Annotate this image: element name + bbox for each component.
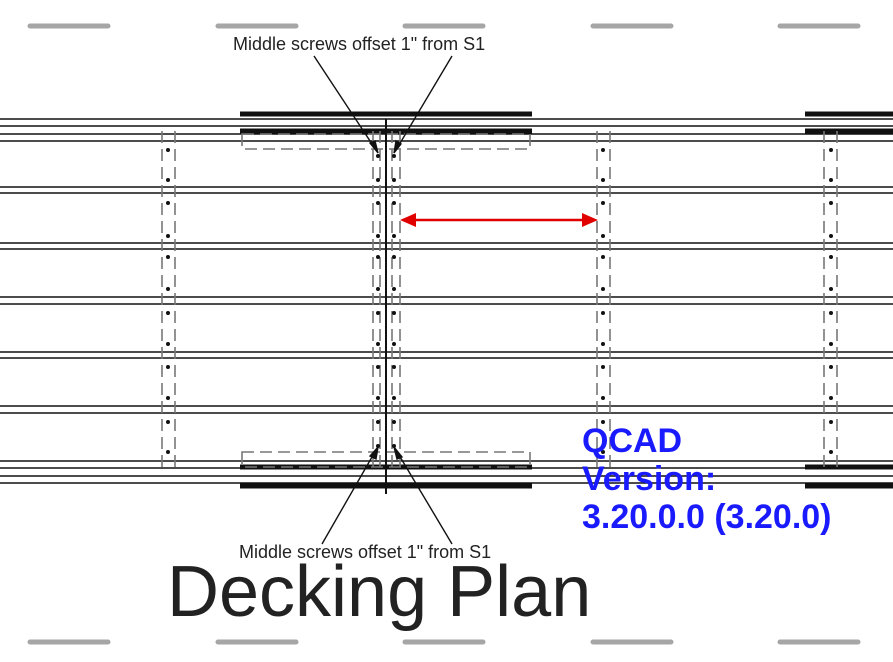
leader-lines	[313, 55, 453, 545]
deck-boards	[0, 118, 893, 484]
bottom-screw-note: Middle screws offset 1" from S1	[239, 542, 492, 562]
drawing-title: Decking Plan	[167, 552, 592, 632]
top-screw-note: Middle screws offset 1" from S1	[233, 34, 486, 54]
version-overlay: QCAD Version: 3.20.0.0 (3.20.0)	[582, 422, 832, 536]
dimension-arrow	[400, 213, 598, 227]
version-number: 3.20.0.0 (3.20.0)	[582, 498, 832, 536]
version-app-name: QCAD	[582, 422, 683, 460]
version-label: Version:	[582, 460, 717, 498]
joists	[161, 131, 838, 470]
screws	[166, 148, 833, 454]
